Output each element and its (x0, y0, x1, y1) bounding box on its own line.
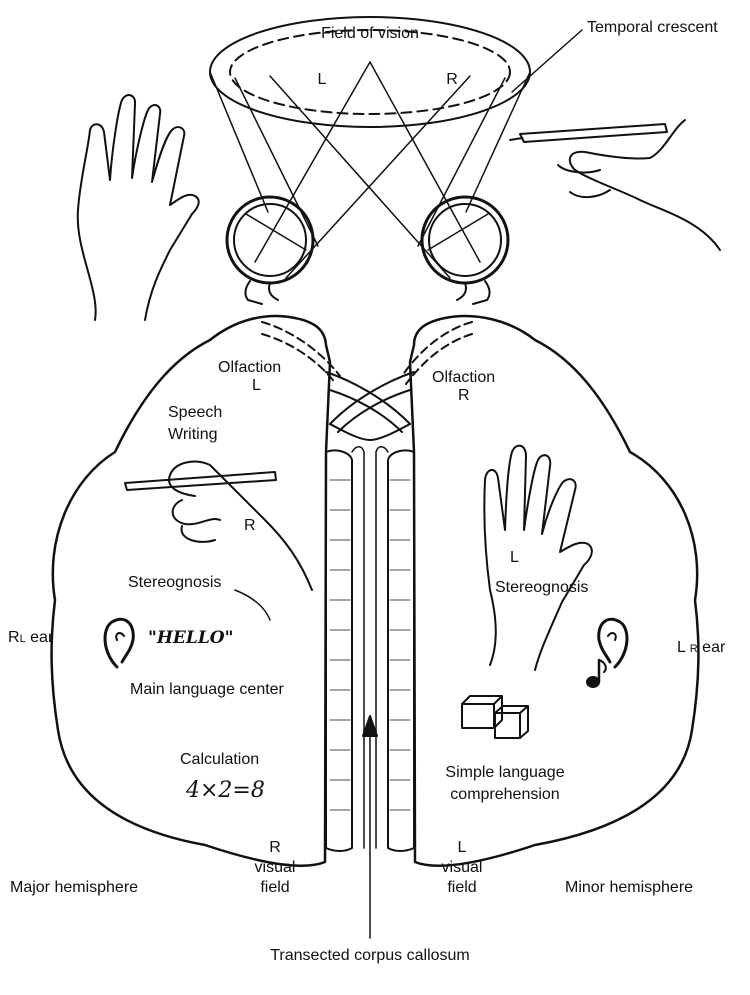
writing-label: Writing (168, 425, 218, 445)
l-visual-field-line1: L (432, 838, 492, 858)
field-left-label: L (312, 70, 332, 90)
cube-blocks-icon (462, 696, 528, 738)
r-visual-field-line1: R (245, 838, 305, 858)
calculation-example: 4×2=8 (186, 778, 265, 804)
right-eye (422, 197, 508, 283)
corpus-callosum-label: Transected corpus callosum (240, 946, 500, 966)
optic-nerves (245, 281, 489, 304)
right-hemisphere-hand-label: L (510, 548, 519, 568)
field-right-label: R (442, 70, 462, 90)
right-ear-label: L R ear (677, 638, 725, 659)
stereognosis-right-label: Stereognosis (495, 578, 588, 598)
visual-pathway-lines (210, 62, 530, 278)
optic-chiasm (326, 372, 414, 440)
left-ear-side: R (8, 629, 20, 646)
r-visual-field-line3: field (245, 878, 305, 898)
ear-icon-right (599, 619, 627, 667)
simple-language-label-line2: comprehension (430, 785, 580, 805)
left-hemisphere-hand-label: R (244, 516, 256, 536)
right-ear-word: ear (702, 639, 725, 656)
left-ear-sub: L (20, 633, 26, 645)
stereognosis-left-label: Stereognosis (128, 573, 221, 593)
main-language-center-label: Main language center (130, 680, 284, 700)
right-ear-side: L (677, 639, 685, 656)
open-hand-top-left (78, 95, 199, 320)
writing-hand-left-hemisphere (125, 462, 312, 620)
olfaction-right-label: Olfaction (432, 368, 495, 388)
simple-language-label-line1: Simple language (430, 763, 580, 783)
speech-label: Speech (168, 403, 222, 423)
l-visual-field-line3: field (432, 878, 492, 898)
hello-text: "HELLO" (148, 628, 233, 648)
pencil-hand-top-right (510, 120, 720, 250)
olfaction-left-label: Olfaction (218, 358, 281, 378)
r-visual-field-line2: visual (245, 858, 305, 878)
minor-hemisphere-label: Minor hemisphere (565, 878, 693, 898)
olfaction-left-side-label: L (252, 376, 261, 396)
major-hemisphere-label: Major hemisphere (10, 878, 138, 898)
right-ear-sub: R (690, 643, 698, 655)
open-hand-right-hemisphere (484, 446, 591, 670)
left-eye (227, 197, 313, 283)
ear-icon-left (105, 619, 133, 667)
music-note-icon (587, 660, 606, 687)
temporal-crescent-label: Temporal crescent (587, 18, 718, 38)
temporal-crescent-leader (512, 30, 582, 92)
left-ear-word: ear (30, 629, 53, 646)
l-visual-field-line2: visual (432, 858, 492, 878)
corpus-callosum-arrow (363, 716, 377, 938)
left-ear-label: RL ear (8, 628, 53, 649)
olfaction-right-side-label: R (458, 386, 470, 406)
field-of-vision-label: Field of vision (300, 24, 440, 44)
calculation-label: Calculation (180, 750, 259, 770)
